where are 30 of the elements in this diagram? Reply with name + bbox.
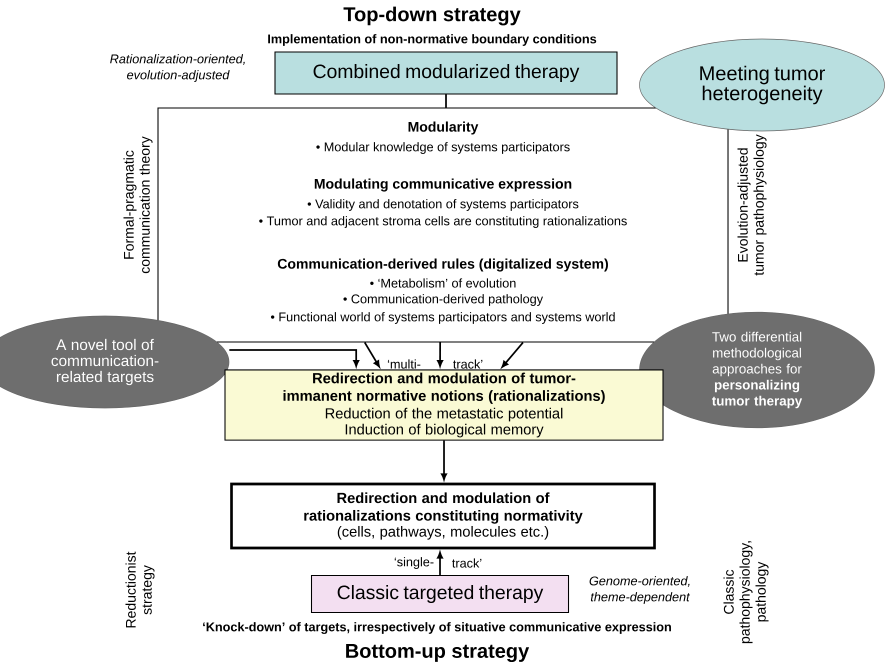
arrow (502, 342, 524, 368)
bullet-text: • Tumor and adjacent stroma cells are constituting rationalizations (259, 216, 627, 228)
section-heading: Communication-derived rules (digitalized system) (278, 258, 608, 272)
rationalization-box: Redirection and modulation of tumor-immanent normative notions (rationalizations) Reduction of the metastatic potential Induction of biological memory (224, 369, 664, 441)
normativity-box: Redirection and modulation of rationalizations constituting normativity (cells, pathways, molecules etc.) (230, 482, 656, 550)
arrow (437, 342, 444, 367)
track-label: ‘multi- (388, 359, 420, 369)
section-heading: Modulating communicative expression (314, 178, 572, 192)
heading: Top-down strategy (344, 6, 521, 26)
side-note: Rationalization-oriented, evolution-adjusted (110, 54, 245, 82)
side-label: Evolution-adjusted tumor pathophysiology (738, 134, 767, 276)
arrow (441, 440, 447, 480)
side-label: Classic pathophysiology, pathology (723, 541, 769, 644)
bullet-text: • Communication-derived pathology (343, 294, 544, 306)
track-label: track’ (452, 558, 482, 568)
bullet-text: • Functional world of systems participators and systems world (270, 312, 615, 324)
side-label: Reductionist strategy (125, 552, 155, 628)
heading: Bottom-up strategy (346, 644, 530, 662)
arrow (364, 342, 380, 368)
track-label: track’ (453, 359, 482, 369)
therapy-box: Combined modularized therapy (274, 51, 618, 95)
side-note: Genome-oriented, theme-dependent (590, 576, 690, 604)
section-heading: Modularity (408, 121, 478, 135)
arrow (437, 552, 443, 575)
bullet-text: • Modular knowledge of systems participators (316, 142, 570, 154)
targeted-therapy-box: Classic targeted therapy (310, 574, 570, 614)
track-label: ‘single- (394, 557, 434, 569)
bullet-text: • ‘Metabolism’ of evolution (370, 278, 516, 288)
bullet-text: • Validity and denotation of systems participators (308, 199, 578, 211)
arrow (229, 349, 360, 367)
